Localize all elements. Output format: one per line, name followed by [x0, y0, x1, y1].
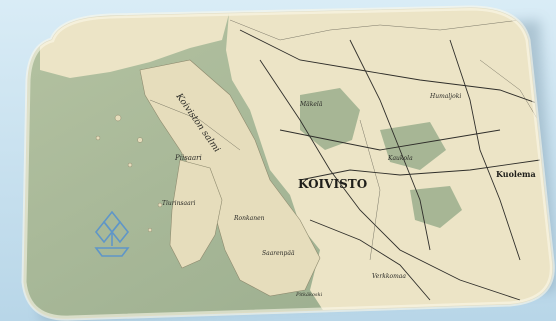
label-village-3: Humaljoki [429, 93, 461, 100]
map-peninsula [139, 59, 321, 297]
label-island-1: Piisaari [174, 154, 202, 162]
label-village-1: Ronkanen [233, 215, 265, 222]
label-village-6: Pitkäkoski [295, 292, 323, 298]
label-island-4: Kuolema [496, 169, 536, 179]
map-lake-3 [410, 186, 462, 228]
label-village-2: Mäkelä [299, 101, 323, 108]
label-island-3: Saarenpää [262, 250, 295, 257]
label-village-5: Kaukola [387, 155, 413, 162]
label-village-4: Verkkomaa [372, 273, 406, 280]
label-island-2: Tiurinsaari [162, 200, 196, 207]
map-lake-1 [300, 88, 360, 150]
label-koivisto: KOIVISTO [298, 177, 367, 191]
map-lake-2 [380, 122, 446, 170]
tray-rim-highlight [21, 5, 555, 321]
map-roads [239, 29, 553, 301]
map-west-island [169, 159, 223, 269]
map-north-shore [40, 10, 230, 78]
tray-logo-icon [94, 210, 130, 257]
